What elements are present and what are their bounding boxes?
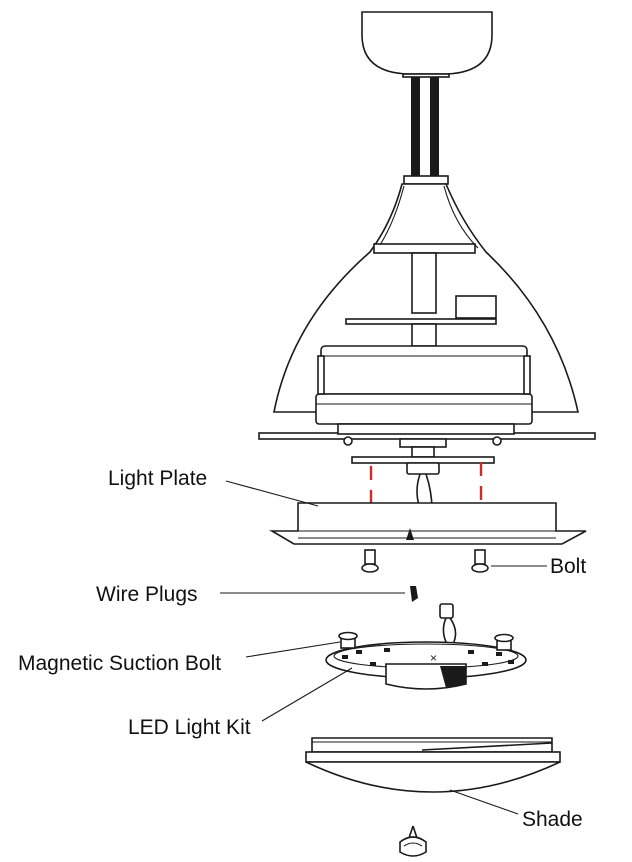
finial-knob <box>399 825 427 857</box>
label-shade: Shade <box>522 808 583 831</box>
ceiling-canopy <box>361 11 493 78</box>
leader-shade <box>449 789 519 815</box>
leader-led-light-kit <box>261 667 353 722</box>
bolt-left <box>361 549 379 573</box>
leader-light-plate <box>225 480 319 507</box>
magnetic-suction-bolt-left <box>338 631 358 649</box>
label-bolt: Bolt <box>550 555 586 578</box>
fan-bracket <box>258 423 596 475</box>
wire-plug <box>410 586 418 602</box>
bolt-right <box>471 549 489 573</box>
label-wire-plugs: Wire Plugs <box>96 583 198 606</box>
shade <box>305 737 561 793</box>
light-plate <box>269 502 587 545</box>
svg-text:×: × <box>430 651 437 665</box>
label-led-light-kit: LED Light Kit <box>128 716 251 739</box>
label-magnetic-suction-bolt: Magnetic Suction Bolt <box>18 652 221 675</box>
downrod <box>403 77 449 185</box>
led-light-kit: × <box>325 603 527 690</box>
magnetic-suction-bolt-right <box>494 633 514 651</box>
leader-magnetic-suction-bolt <box>245 641 341 658</box>
fan-housing <box>273 183 579 425</box>
label-light-plate: Light Plate <box>108 467 207 490</box>
